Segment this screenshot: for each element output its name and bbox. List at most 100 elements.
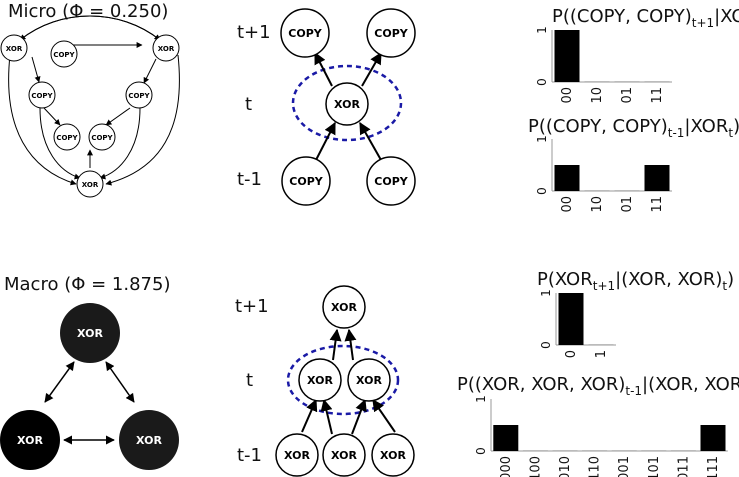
bar (558, 293, 584, 345)
time-label: t (246, 370, 253, 391)
time-edge (359, 121, 382, 161)
micro-nodes: XOR COPY XOR COPY COPY COPY COPY XOR (0, 34, 180, 198)
x-tick-label: 00 (560, 196, 575, 213)
x-tick-label: 10 (590, 87, 605, 104)
time-node-xor (325, 82, 369, 126)
node-label: COPY (31, 92, 53, 100)
micro-edge (105, 107, 131, 126)
chart-title-subscript: t+1 (593, 279, 615, 293)
time-edge (301, 398, 318, 433)
micro-network (8, 15, 180, 186)
bar (700, 425, 726, 451)
time-edge (314, 51, 333, 87)
chart-title: P((COPY, COPY)t-1|XORt) (528, 116, 739, 140)
x-tick-label: 100 (528, 456, 543, 477)
x-tick-label: 001 (617, 456, 632, 477)
bar (554, 165, 580, 191)
y-tick-label: 1 (539, 289, 553, 297)
micro-edge (31, 56, 41, 83)
time-label: t-1 (237, 169, 262, 190)
time-node-xor (322, 433, 366, 477)
chart-title: P((XOR, XOR, XOR)t-1|(XOR, XOR)t) (457, 374, 739, 398)
dashed-ellipse (291, 64, 403, 142)
x-tick-label: 00 (560, 87, 575, 104)
micro-edge (105, 54, 180, 186)
time-node-xor (298, 358, 342, 402)
micro-node-copy-low-left (53, 123, 81, 151)
node-label: XOR (158, 45, 175, 53)
node-label: COPY (128, 92, 150, 100)
micro-node-xor-right (152, 34, 180, 62)
y-tick-label: 0 (535, 187, 549, 195)
micro-node-copy-right (125, 81, 153, 109)
chart-title-part: P((XOR, XOR, XOR) (457, 374, 625, 395)
probability-charts: P((COPY, COPY)t+1|XORt)1000100111P((COPY… (457, 6, 739, 477)
time-edge (351, 398, 367, 435)
micro-edge (43, 107, 61, 126)
macro-node-right (119, 410, 179, 470)
time-node-copy (280, 8, 330, 58)
x-tick-label: 011 (676, 456, 691, 477)
chart-title: P(XORt+1|(XOR, XOR)t) (537, 269, 734, 293)
chart-title-subscript: t (722, 279, 727, 293)
time-edge (320, 398, 333, 435)
chart-title-subscript: t-1 (625, 384, 642, 398)
x-tick-label: 0 (564, 350, 579, 358)
time-node-copy (366, 156, 416, 206)
micro-edge (8, 54, 77, 186)
macro-edge (105, 361, 135, 403)
macro-network: XOR XOR XOR (0, 303, 179, 470)
time-node-xor (347, 358, 391, 402)
node-label: XOR (331, 449, 357, 462)
bar (554, 30, 580, 82)
chart-title: P((COPY, COPY)t+1|XORt) (552, 6, 739, 30)
node-label: XOR (356, 374, 382, 387)
x-tick-label: 01 (620, 87, 635, 104)
x-tick-label: 010 (558, 456, 573, 477)
time-edge (315, 121, 336, 161)
chart-title-part: P((COPY, COPY) (528, 116, 668, 137)
time-node-xor (275, 433, 319, 477)
bar (644, 165, 670, 191)
time-label: t+1 (237, 22, 271, 43)
y-tick-label: 1 (535, 135, 549, 143)
node-label: XOR (77, 327, 103, 340)
node-label: COPY (56, 134, 78, 142)
macro-edge (44, 361, 75, 403)
micro-node-xor-bottom (76, 170, 104, 198)
x-tick-label: 1 (594, 350, 609, 358)
dashed-ellipse (286, 344, 400, 416)
micro-title: Micro (Φ = 0.250) (8, 1, 168, 22)
chart-title-subscript: t+1 (692, 16, 714, 30)
node-label: XOR (380, 449, 406, 462)
micro-node-copy-left (28, 81, 56, 109)
x-tick-label: 000 (499, 456, 514, 477)
node-label: COPY (374, 27, 408, 40)
macro-title: Macro (Φ = 1.875) (4, 274, 170, 295)
x-tick-label: 11 (650, 87, 665, 104)
x-tick-label: 101 (647, 456, 662, 477)
time-label: t-1 (237, 445, 262, 466)
time-edge (361, 51, 382, 87)
node-label: XOR (17, 434, 43, 447)
node-label: XOR (331, 301, 357, 314)
node-label: COPY (288, 27, 322, 40)
chart-title-part: |(XOR, XOR) (615, 269, 722, 290)
chart-title-part: ) (727, 269, 734, 290)
micro-edge (39, 107, 81, 180)
macro-node-top (60, 303, 120, 363)
micro-node-copy-low-right (88, 123, 116, 151)
time-edge (329, 328, 342, 361)
x-tick-label: 10 (590, 196, 605, 213)
y-tick-label: 0 (474, 447, 488, 455)
micro-node-xor-left (0, 34, 28, 62)
chart-title-part: ) (733, 116, 739, 137)
time-edge (344, 328, 357, 361)
chart-title-subscript: t-1 (668, 126, 685, 140)
micro-edge (19, 15, 161, 41)
chart-title-subscript: t (728, 126, 733, 140)
x-tick-label: 111 (706, 456, 721, 477)
